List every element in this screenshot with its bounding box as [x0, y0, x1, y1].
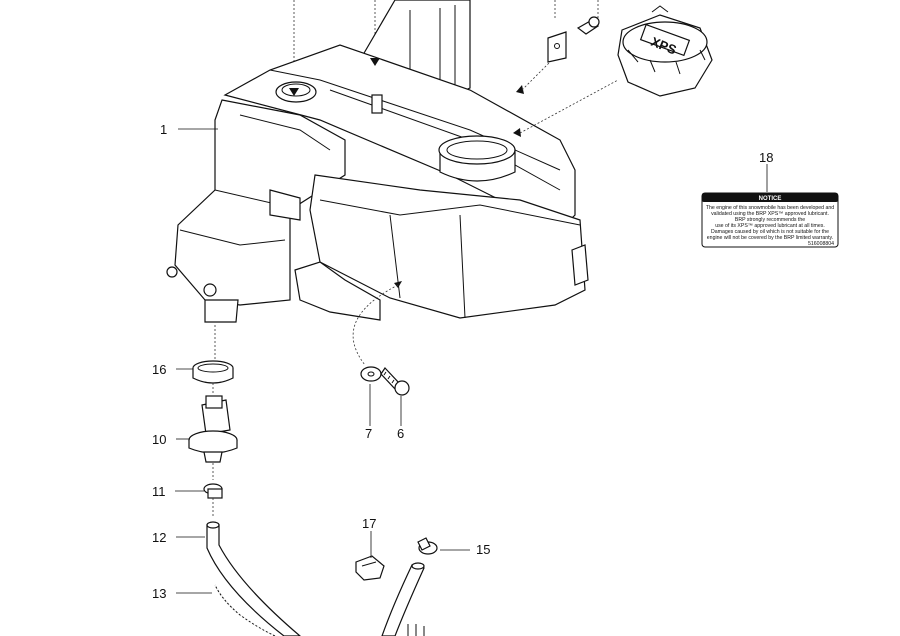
callout-7: 7 — [365, 426, 372, 441]
callout-12: 12 — [152, 530, 166, 545]
washer-7 — [360, 366, 382, 382]
notice-heading: NOTICE — [759, 196, 782, 202]
oil-tank — [166, 0, 589, 323]
callout-1: 1 — [160, 122, 167, 137]
coil-13 — [214, 584, 276, 636]
top-bolt-plate — [547, 16, 600, 63]
notice-label-18: NOTICE The engine of this snowmobile has… — [701, 192, 839, 248]
oil-cap: XPS — [617, 5, 713, 97]
callout-18: 18 — [759, 150, 773, 165]
clamp-11 — [203, 483, 223, 499]
notice-line-6: engine will not be covered by the BRP li… — [707, 235, 833, 241]
notice-line-1: The engine of this snowmobile has been d… — [706, 205, 834, 211]
valve-10 — [188, 395, 238, 463]
notice-code: 516008804 — [808, 241, 834, 247]
bolt-6 — [380, 367, 410, 396]
callout-16: 16 — [152, 362, 166, 377]
callout-6: 6 — [397, 426, 404, 441]
clamp-16 — [192, 360, 234, 384]
leader-lines — [175, 128, 768, 594]
hose-12 — [206, 521, 301, 636]
notice-line-4: use of its XPS™ approved lubricant at al… — [715, 223, 825, 229]
callout-15: 15 — [476, 542, 490, 557]
callouts: 1 16 10 11 12 13 7 6 17 15 18 — [152, 122, 773, 601]
notice-line-2: validated using the BRP XPS™ approved lu… — [711, 211, 829, 217]
callout-10: 10 — [152, 432, 166, 447]
clip-17 — [355, 555, 385, 581]
notice-line-5: Damages caused by oil which is not suita… — [711, 229, 829, 235]
hose-right — [381, 562, 425, 636]
clamp-15 — [417, 537, 438, 555]
callout-11: 11 — [152, 484, 166, 499]
notice-line-3: BRP strongly recommends the — [735, 217, 805, 223]
callout-17: 17 — [362, 516, 376, 531]
callout-13: 13 — [152, 586, 166, 601]
guide-arrows — [289, 55, 619, 366]
